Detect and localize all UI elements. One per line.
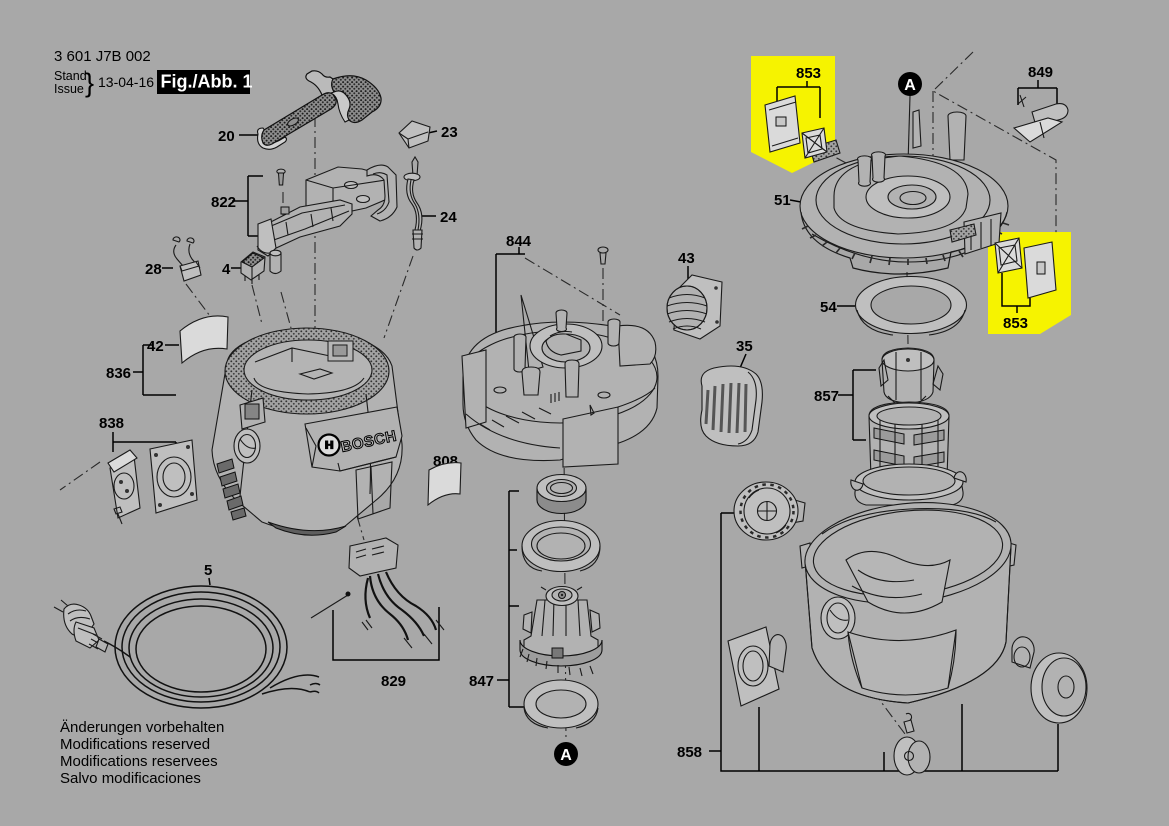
svg-text:A: A xyxy=(904,77,916,94)
svg-text:Modifications reservees: Modifications reservees xyxy=(60,753,218,770)
svg-text:}: } xyxy=(85,68,94,98)
svg-text:853: 853 xyxy=(796,65,821,82)
svg-text:42: 42 xyxy=(147,338,164,355)
svg-text:858: 858 xyxy=(677,744,702,761)
svg-text:A: A xyxy=(560,747,572,764)
svg-text:Fig./Abb. 1: Fig./Abb. 1 xyxy=(161,72,253,92)
svg-text:54: 54 xyxy=(820,299,837,316)
svg-text:4: 4 xyxy=(222,261,231,278)
svg-text:5: 5 xyxy=(204,562,212,579)
svg-text:847: 847 xyxy=(469,673,494,690)
svg-text:Issue: Issue xyxy=(54,82,84,96)
svg-text:Modifications reserved: Modifications reserved xyxy=(60,736,210,753)
svg-text:51: 51 xyxy=(774,192,791,209)
svg-text:853: 853 xyxy=(1003,315,1028,332)
svg-text:822: 822 xyxy=(211,194,236,211)
svg-text:857: 857 xyxy=(814,388,839,405)
svg-text:13-04-16: 13-04-16 xyxy=(98,74,154,90)
svg-text:24: 24 xyxy=(440,209,457,226)
svg-text:3 601 J7B 002: 3 601 J7B 002 xyxy=(54,48,151,65)
svg-text:20: 20 xyxy=(218,128,235,145)
svg-text:Änderungen vorbehalten: Änderungen vorbehalten xyxy=(60,719,224,736)
svg-text:838: 838 xyxy=(99,415,124,432)
svg-text:43: 43 xyxy=(678,250,695,267)
svg-text:28: 28 xyxy=(145,261,162,278)
svg-text:35: 35 xyxy=(736,338,753,355)
svg-text:Salvo modificaciones: Salvo modificaciones xyxy=(60,770,201,787)
svg-text:836: 836 xyxy=(106,365,131,382)
svg-text:829: 829 xyxy=(381,673,406,690)
svg-text:Stand: Stand xyxy=(54,69,87,83)
svg-text:23: 23 xyxy=(441,124,458,141)
svg-text:849: 849 xyxy=(1028,64,1053,81)
svg-text:844: 844 xyxy=(506,233,532,250)
